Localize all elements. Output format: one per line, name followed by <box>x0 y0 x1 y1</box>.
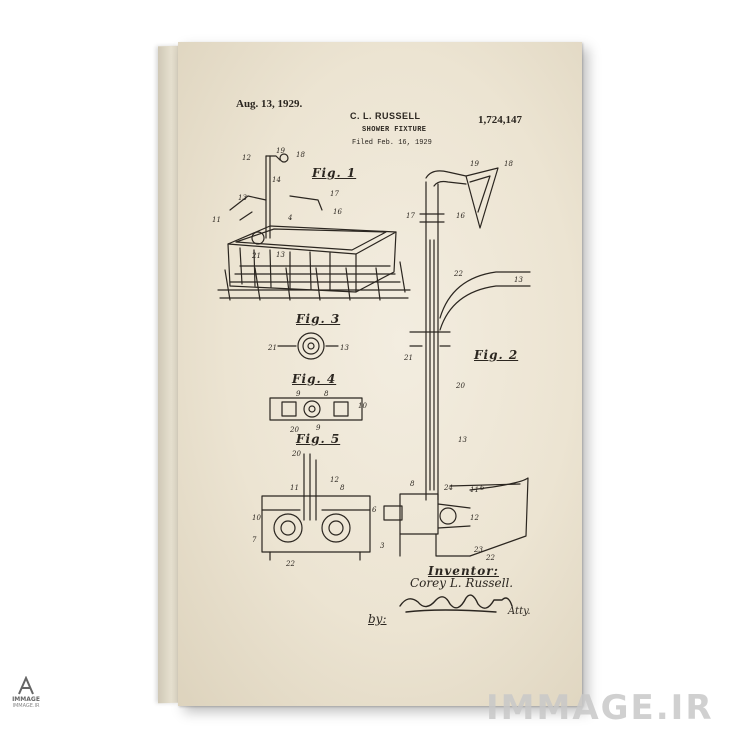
svg-text:9: 9 <box>296 390 301 398</box>
svg-text:13: 13 <box>238 194 247 202</box>
svg-text:18: 18 <box>504 160 513 168</box>
fig1-tub-illustration <box>217 153 411 301</box>
fig3-label: Fig. 3 <box>296 312 341 326</box>
svg-text:18: 18 <box>296 151 305 159</box>
fig5-label: Fig. 5 <box>296 432 341 446</box>
patent-title: SHOWER FIXTURE <box>362 126 427 134</box>
svg-text:20: 20 <box>289 426 299 434</box>
patent-number: 1,724,147 <box>478 114 522 126</box>
svg-text:6: 6 <box>480 484 485 492</box>
svg-text:17: 17 <box>406 212 415 220</box>
svg-text:23: 23 <box>473 546 483 554</box>
svg-text:8: 8 <box>324 390 329 398</box>
attorney-suffix: Atty. <box>508 606 531 617</box>
svg-text:19: 19 <box>276 147 285 155</box>
svg-text:13: 13 <box>458 436 467 444</box>
fig3-washer-illustration <box>277 332 339 360</box>
logo-name: IMMAGE <box>12 696 40 703</box>
svg-text:20: 20 <box>291 450 301 458</box>
patent-inventor: C. L. RUSSELL <box>350 111 421 121</box>
svg-text:7: 7 <box>252 536 257 544</box>
svg-text:14: 14 <box>272 176 281 184</box>
svg-text:12: 12 <box>470 514 479 522</box>
reference-numerals: 12 19 18 13 11 17 16 14 4 21 13 21 13 9 8 10 20 9 2… <box>212 147 523 568</box>
svg-text:19: 19 <box>470 160 479 168</box>
by-label: by: <box>368 612 387 626</box>
svg-text:16: 16 <box>456 212 465 220</box>
patent-filed-date: Filed Feb. 16, 1929 <box>352 139 432 147</box>
svg-text:22: 22 <box>285 560 295 568</box>
fig1-label: Fig. 1 <box>312 166 357 180</box>
svg-text:12: 12 <box>330 476 339 484</box>
svg-text:11: 11 <box>290 484 299 492</box>
svg-text:13: 13 <box>276 251 285 259</box>
watermark: IMMAGE.IR <box>486 688 714 728</box>
patent-date: Aug. 13, 1929. <box>236 98 303 110</box>
logo-site: IMMAGE.IR <box>12 703 40 709</box>
svg-text:10: 10 <box>252 514 261 522</box>
canvas-print <box>178 42 582 706</box>
inventor-heading: Inventor: <box>428 564 499 578</box>
svg-text:21: 21 <box>251 252 261 260</box>
fig2-shower-column-illustration <box>383 167 531 557</box>
svg-text:10: 10 <box>358 402 367 410</box>
inventor-name: Corey L. Russell. <box>410 576 514 590</box>
svg-text:24: 24 <box>443 484 453 492</box>
svg-text:8: 8 <box>340 484 345 492</box>
svg-text:17: 17 <box>330 190 339 198</box>
attorney-signature <box>399 594 513 613</box>
svg-text:11: 11 <box>212 216 221 224</box>
svg-text:22: 22 <box>453 270 463 278</box>
fig5-section-illustration <box>261 453 371 561</box>
svg-text:13: 13 <box>514 276 523 284</box>
svg-text:21: 21 <box>267 344 277 352</box>
logo-mark-icon <box>18 676 34 695</box>
svg-text:22: 22 <box>485 554 495 562</box>
svg-text:9: 9 <box>316 424 321 432</box>
fig2-label: Fig. 2 <box>474 348 519 362</box>
svg-text:4: 4 <box>287 214 292 222</box>
fig4-label: Fig. 4 <box>292 372 337 386</box>
svg-text:20: 20 <box>455 382 465 390</box>
svg-text:21: 21 <box>403 354 413 362</box>
svg-text:16: 16 <box>333 208 342 216</box>
svg-text:12: 12 <box>242 154 251 162</box>
brand-logo: IMMAGE IMMAGE.IR <box>6 676 46 709</box>
svg-text:8: 8 <box>410 480 415 488</box>
svg-text:6: 6 <box>372 506 377 514</box>
fig4-valve-illustration <box>269 397 363 421</box>
svg-text:11: 11 <box>470 486 479 494</box>
svg-text:3: 3 <box>380 542 385 550</box>
svg-text:13: 13 <box>340 344 349 352</box>
